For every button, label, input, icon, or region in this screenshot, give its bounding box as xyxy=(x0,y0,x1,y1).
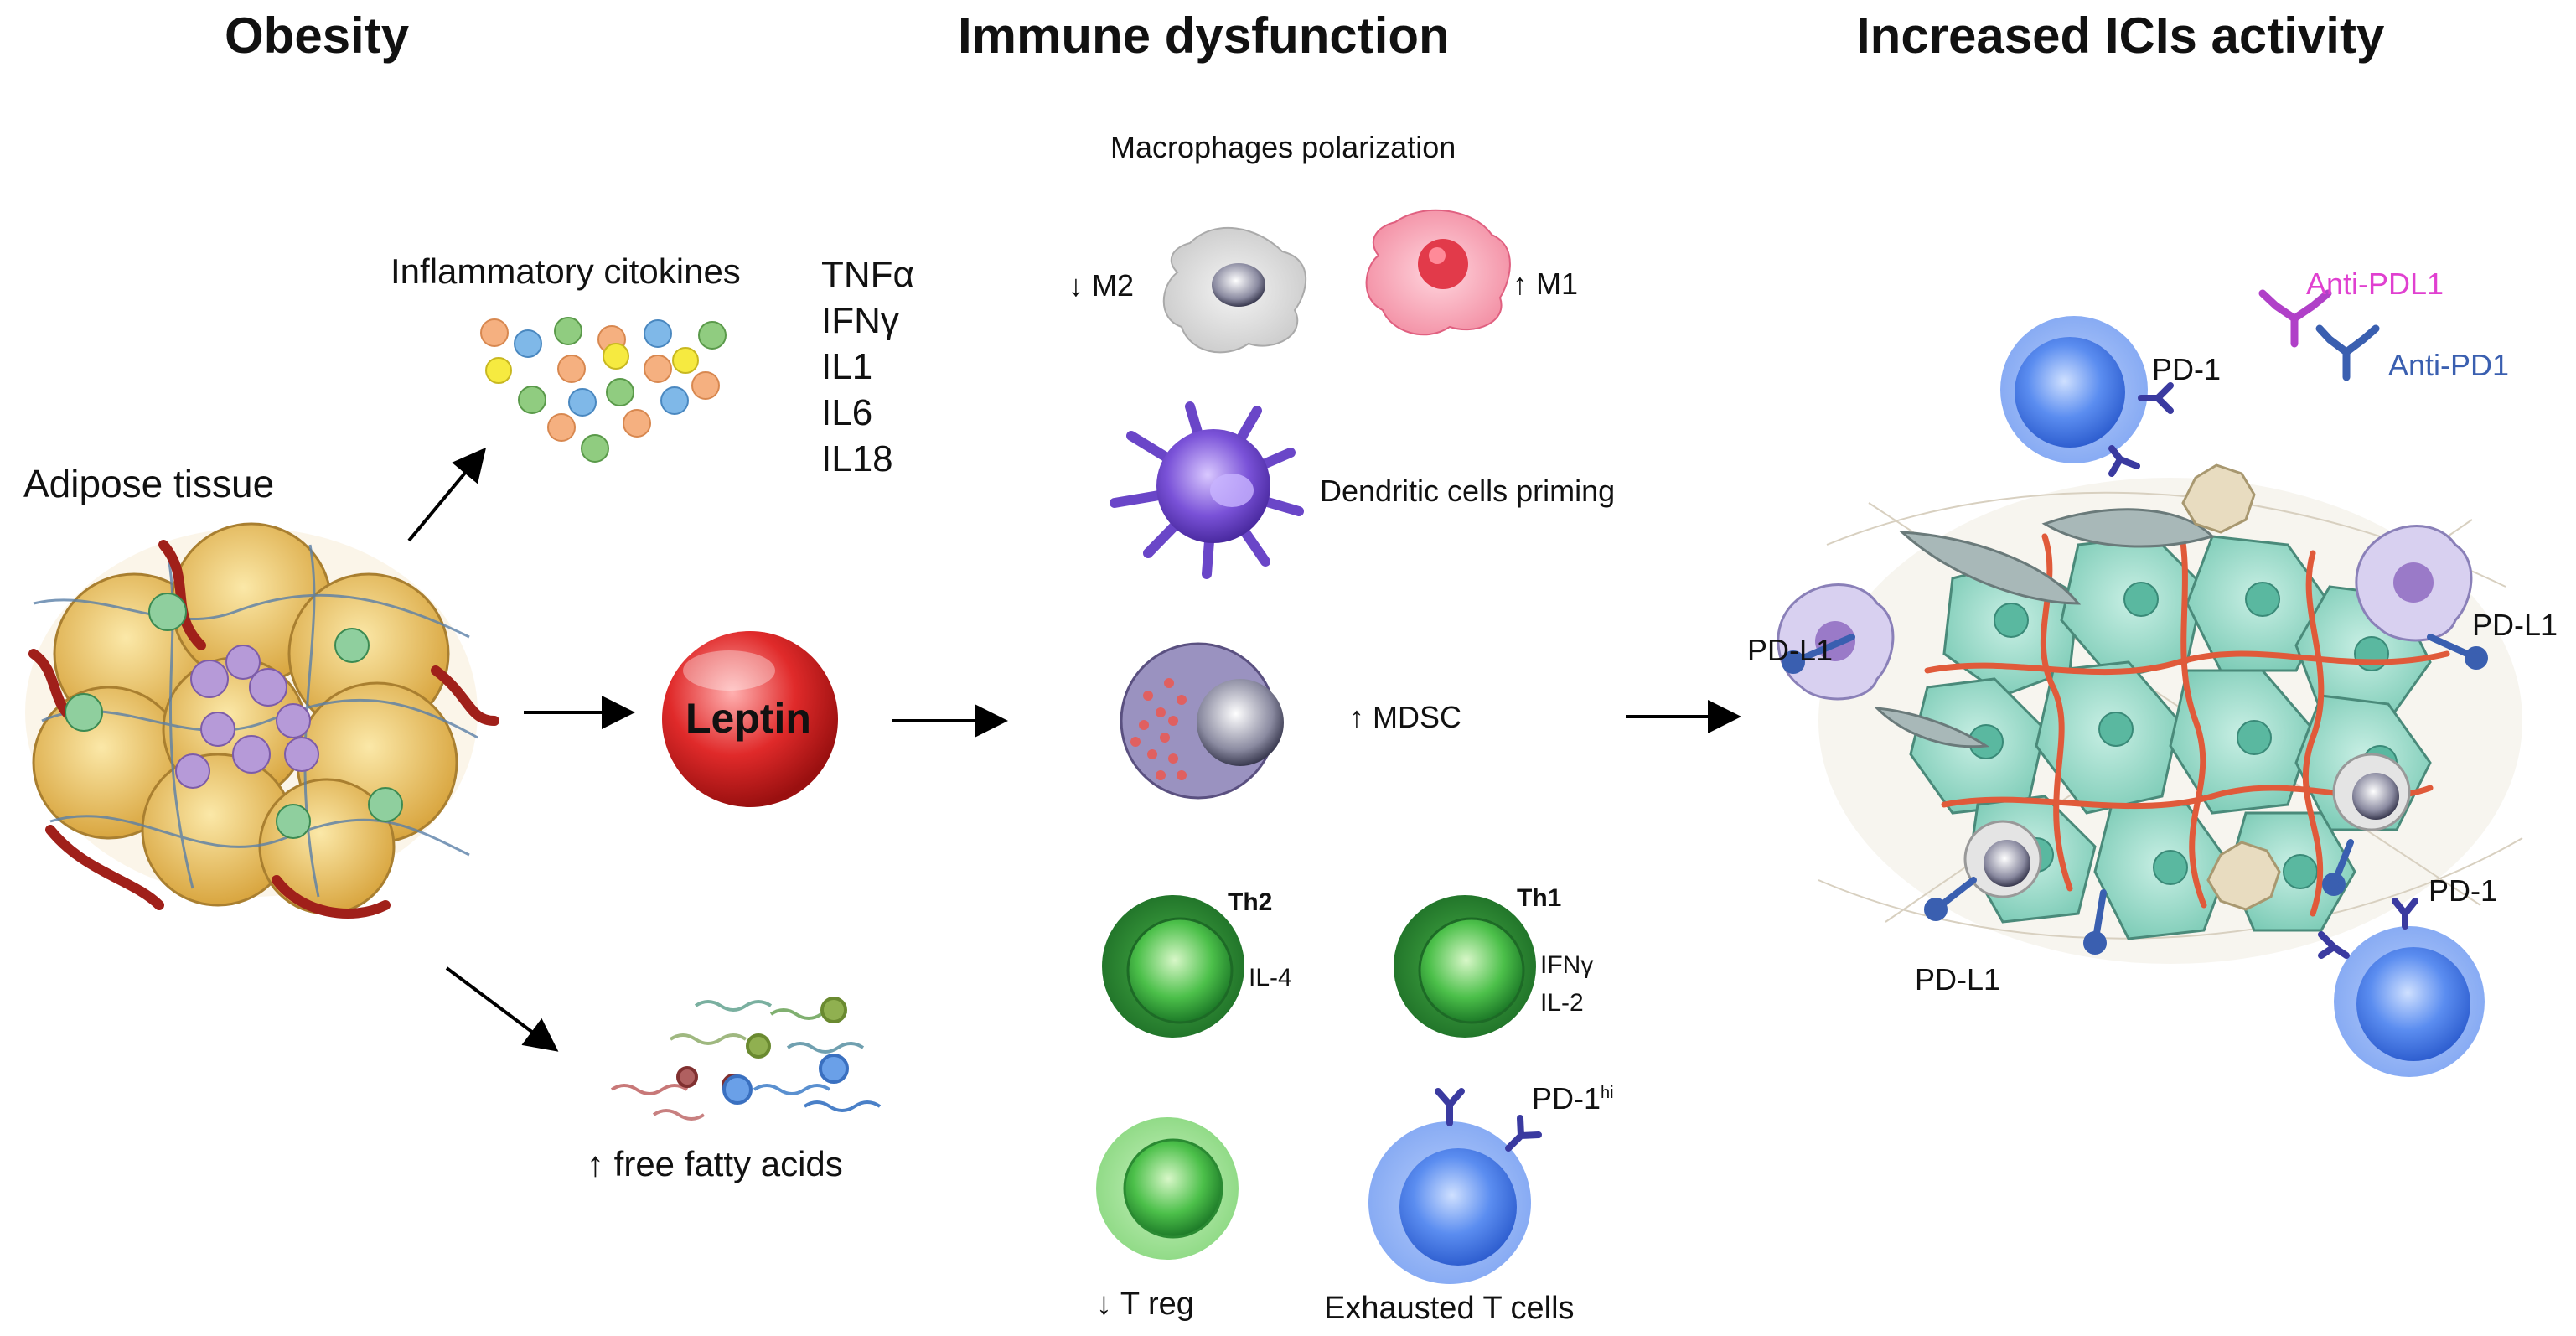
inflammatory-cytokines-label: Inflammatory citokines xyxy=(391,251,741,291)
ifng-label: IFNγ xyxy=(1540,951,1594,979)
pdl1-left-label: PD-L1 xyxy=(1747,633,1834,667)
macrophages-polarization-label: Macrophages polarization xyxy=(1110,130,1456,164)
pdl1-right-label: PD-L1 xyxy=(2472,608,2558,642)
pd1-top-label: PD-1 xyxy=(2152,352,2222,386)
pd1-receptor-icon xyxy=(1435,1088,1542,1152)
leptin-sphere-icon xyxy=(662,631,838,807)
tumor-mass-illustration xyxy=(1777,463,2523,964)
t-cell-bottom-icon xyxy=(2318,898,2485,1077)
pd1-hi-superscript: hi xyxy=(1601,1084,1614,1102)
adipose-tissue-illustration xyxy=(25,522,499,919)
il2-label: IL-2 xyxy=(1540,989,1584,1017)
fatty-acids-icon xyxy=(610,997,882,1121)
th2-label: Th2 xyxy=(1228,888,1273,916)
dendritic-cells-label: Dendritic cells priming xyxy=(1320,474,1616,508)
th2-cell-icon xyxy=(1102,895,1244,1038)
anti-pd1-label: Anti-PD1 xyxy=(2388,348,2510,382)
exhausted-t-cells-label: Exhausted T cells xyxy=(1324,1291,1575,1326)
leptin-label: Leptin xyxy=(685,695,811,742)
pd1-hi-label: PD-1hi xyxy=(1532,1081,1614,1116)
treg-cell-icon xyxy=(1096,1117,1239,1260)
t-cell-top-icon xyxy=(2000,316,2174,477)
cytokine-item: TNFα xyxy=(821,254,914,295)
cytokine-item: IL1 xyxy=(821,346,873,387)
pd1-bottom-label: PD-1 xyxy=(2429,873,2498,908)
cytokine-item: IFNγ xyxy=(821,300,899,341)
header-obesity: Obesity xyxy=(225,8,410,64)
anti-pd1-antibody-icon xyxy=(2315,324,2380,381)
pdl1-bottom-label: PD-L1 xyxy=(1915,962,2001,997)
dendritic-cell-icon xyxy=(1110,401,1304,579)
pdl1-receptor-icon xyxy=(1782,634,2488,955)
m2-macrophage-icon xyxy=(1162,226,1307,354)
cytokine-dots-icon xyxy=(480,317,727,463)
arrow-right-icon xyxy=(407,447,1741,1052)
pd1-hi-text: PD-1 xyxy=(1532,1081,1601,1116)
th1-label: Th1 xyxy=(1517,884,1562,912)
th1-cell-icon xyxy=(1394,895,1536,1038)
mdsc-cell-icon xyxy=(1120,642,1284,800)
free-fatty-acids-label: ↑ free fatty acids xyxy=(587,1144,843,1183)
anti-pdl1-label: Anti-PDL1 xyxy=(2306,267,2444,301)
header-immune-dysfunction: Immune dysfunction xyxy=(958,8,1450,64)
treg-label: ↓ T reg xyxy=(1096,1287,1194,1322)
m2-label: ↓ M2 xyxy=(1068,268,1135,303)
m1-label: ↑ M1 xyxy=(1513,267,1579,301)
cytokine-list: TNFα IFNγ IL1 IL6 IL18 xyxy=(821,251,914,482)
exhausted-t-cell-icon xyxy=(1368,1088,1542,1284)
mdsc-label: ↑ MDSC xyxy=(1349,700,1461,734)
header-increased-icis: Increased ICIs activity xyxy=(1856,8,2385,64)
m1-macrophage-icon xyxy=(1365,209,1511,336)
cytokine-item: IL6 xyxy=(821,392,873,433)
adipose-tissue-label: Adipose tissue xyxy=(23,462,275,505)
anti-pdl1-antibody-icon xyxy=(2258,289,2332,348)
il4-label: IL-4 xyxy=(1249,964,1292,992)
cytokine-item: IL18 xyxy=(821,438,893,479)
